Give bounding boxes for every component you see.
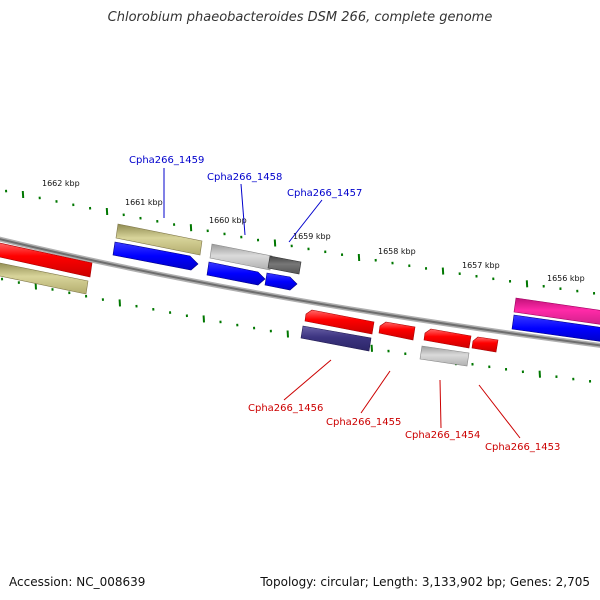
ruler-label-1662: 1662 kbp [42,179,80,188]
gene-cpha266-1459[interactable] [115,223,203,256]
gene-feature-left-red[interactable] [0,242,93,278]
gene-label-cpha266-1456[interactable]: Cpha266_1456 [248,403,323,414]
gene-label-cpha266-1459[interactable]: Cpha266_1459 [129,155,204,166]
genome-summary-text: Topology: circular; Length: 3,133,902 bp… [260,575,590,589]
cds-cpha266-1458[interactable] [206,261,266,286]
ruler-label-1661: 1661 kbp [125,198,163,207]
leader-line-cpha266-1453 [478,384,521,439]
gene-cpha266-1454[interactable] [419,345,470,367]
leader-line-cpha266-1458 [240,183,246,236]
ruler-label-1657: 1657 kbp [462,261,500,270]
cds-cpha266-1453[interactable] [471,336,499,353]
cds-cpha266-1459[interactable] [112,241,199,271]
leader-line-cpha266-1454 [439,379,442,429]
gene-label-cpha266-1458[interactable]: Cpha266_1458 [207,172,282,183]
ruler-label-1660: 1660 kbp [209,216,247,225]
gene-label-cpha266-1457[interactable]: Cpha266_1457 [287,188,362,199]
gene-label-cpha266-1455[interactable]: Cpha266_1455 [326,417,401,428]
map-title: Chlorobium phaeobacteroides DSM 266, com… [107,10,493,25]
upper-tick-row [5,189,596,295]
leader-line-cpha266-1455 [360,370,391,414]
gene-label-cpha266-1454[interactable]: Cpha266_1454 [405,430,480,441]
cds-cpha266-1455[interactable] [378,321,416,341]
gene-cpha266-1456[interactable] [300,325,372,352]
gene-feature-right-pink[interactable] [513,297,600,325]
leader-line-cpha266-1456 [283,359,332,401]
leader-line-cpha266-1457 [288,199,323,243]
accession-text: Accession: NC_008639 [9,575,146,589]
cds-feature-right-blue[interactable] [511,314,600,342]
ruler-label-1656: 1656 kbp [547,274,585,283]
genome-backbone-core [0,238,600,347]
ruler-label-1658: 1658 kbp [378,247,416,256]
genome-backbone [0,236,600,348]
gene-cpha266-1458[interactable] [209,243,273,271]
gene-label-cpha266-1453[interactable]: Cpha266_1453 [485,442,560,453]
gene-feature-left-olive[interactable] [0,262,89,295]
cds-cpha266-1456[interactable] [304,309,375,335]
cds-cpha266-1454[interactable] [423,328,472,349]
ruler-label-1659: 1659 kbp [293,232,331,241]
gene-cpha266-1457[interactable] [267,255,302,275]
cds-cpha266-1457[interactable] [264,272,298,291]
